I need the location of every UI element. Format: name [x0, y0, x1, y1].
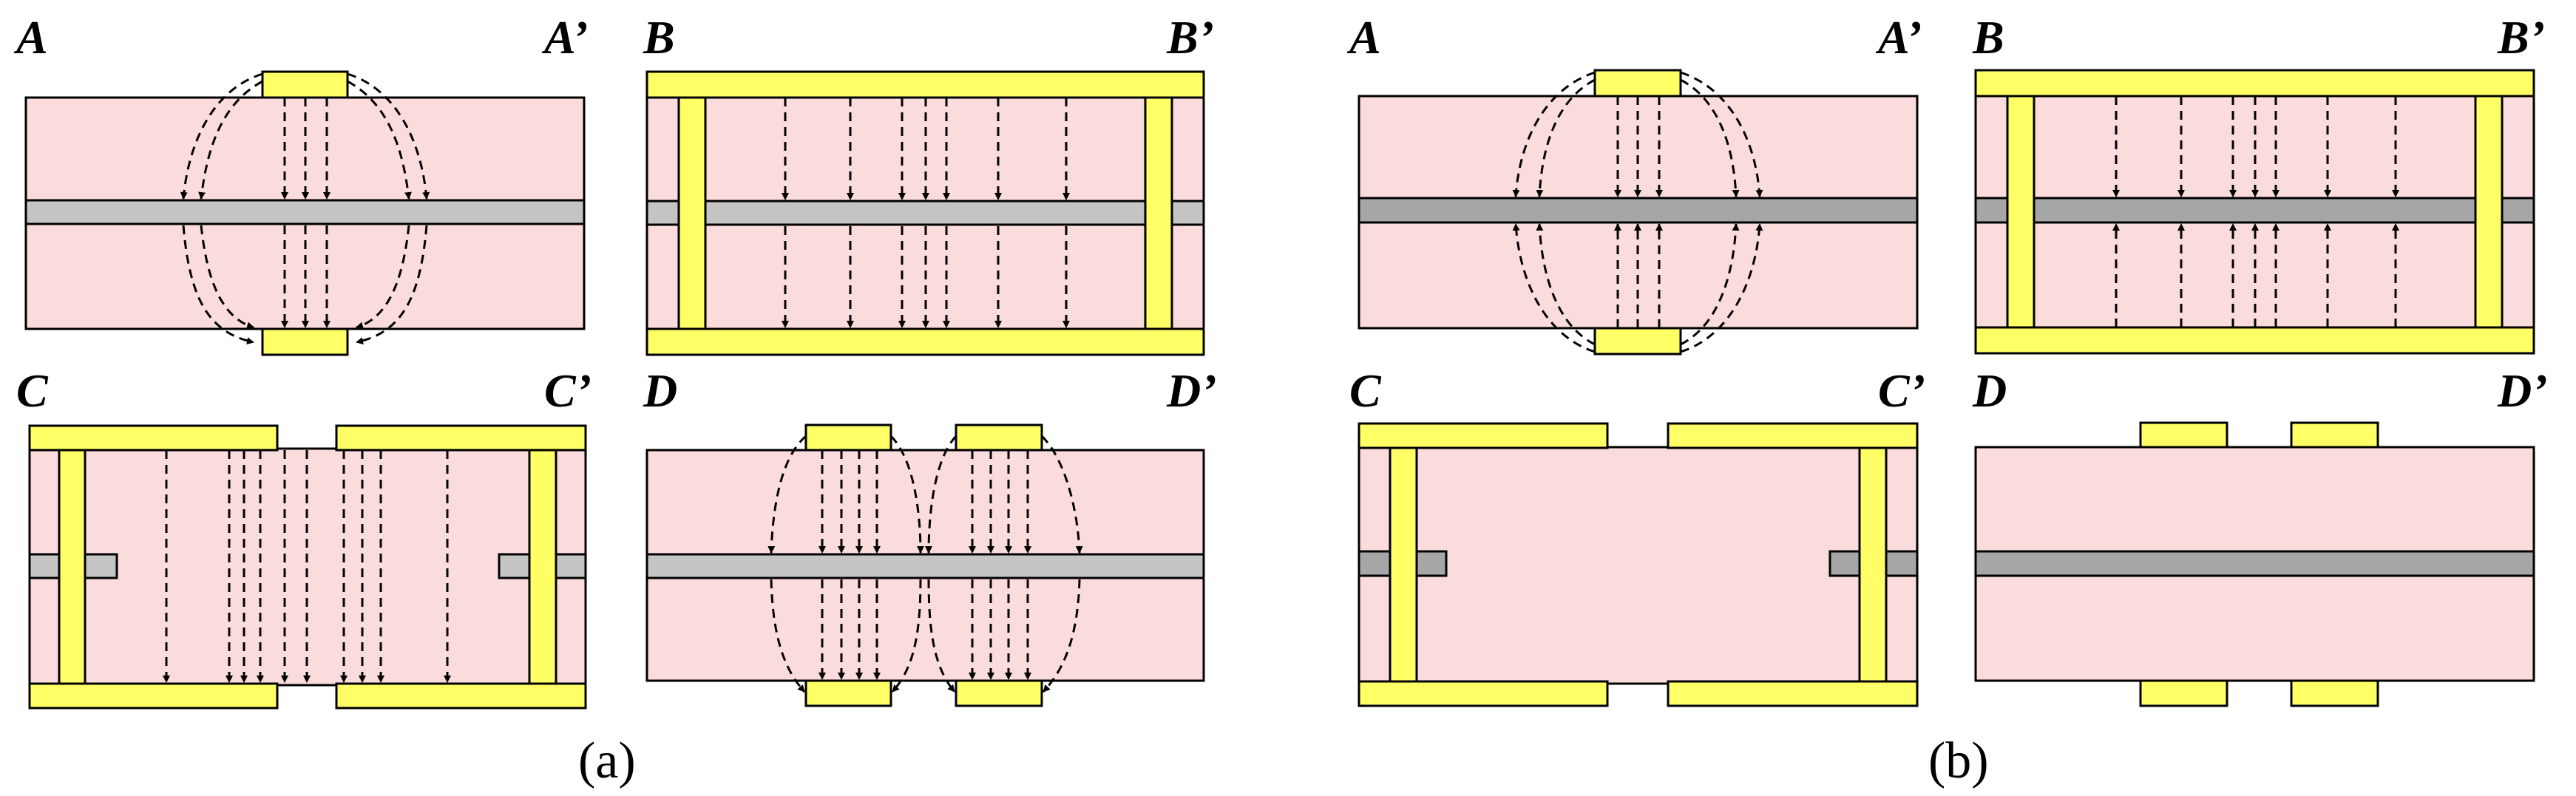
field-lines: [782, 98, 1070, 328]
label-a-A: A: [13, 11, 48, 64]
bottom-strip: [1593, 327, 1682, 356]
top-plate: [645, 70, 1205, 99]
label-b-C: C: [1349, 364, 1382, 417]
ground-plane: [1974, 197, 2535, 224]
cell-a-D: [645, 423, 1205, 707]
left-via: [677, 96, 707, 330]
bottom-left-plate: [1358, 680, 1609, 707]
panel-a: [24, 70, 1205, 710]
field-lines: [2112, 96, 2399, 327]
ground-plane: [1974, 550, 2535, 577]
label-b-B-prime: B’: [2497, 11, 2545, 64]
bottom-right-plate: [1667, 680, 1919, 707]
top-right-plate: [335, 424, 587, 452]
cell-a-B: [645, 70, 1205, 356]
bottom-strip-left: [2139, 679, 2228, 707]
label-a-D-prime: D’: [1166, 364, 1217, 417]
ground-plane: [645, 553, 1205, 579]
right-via: [1858, 446, 1888, 683]
left-via: [2006, 95, 2036, 329]
bottom-strip-right: [2290, 679, 2379, 707]
cell-b-B: [1974, 69, 2535, 355]
top-strip: [261, 70, 349, 99]
field-lines: [163, 450, 451, 683]
cell-a-A: [24, 70, 586, 356]
label-b-A-prime: A’: [1875, 11, 1922, 64]
cell-b-A: [1358, 69, 1919, 356]
field-lines: [180, 72, 430, 345]
bottom-plate: [645, 327, 1205, 356]
top-strip-right: [2290, 421, 2379, 449]
top-strip: [1593, 69, 1682, 98]
top-strip-right: [955, 423, 1043, 452]
cell-b-D: [1974, 421, 2535, 707]
label-b-C-prime: C’: [1878, 364, 1925, 417]
substrate: [1358, 446, 1919, 685]
panel-b: [1358, 69, 2535, 707]
bottom-strip: [261, 327, 349, 356]
bottom-right-plate: [335, 682, 587, 710]
bottom-plate: [1974, 326, 2535, 355]
label-a-B-prime: B’: [1166, 11, 1214, 64]
bottom-left-plate: [28, 682, 279, 710]
label-b-B: B: [1972, 11, 2004, 64]
label-a-D: D: [643, 364, 677, 417]
field-lines: [767, 435, 1083, 693]
ground-plane: [1358, 197, 1919, 224]
label-a-B: B: [643, 11, 675, 64]
right-via: [528, 449, 557, 685]
label-a-C-prime: C’: [544, 364, 592, 417]
top-strip-left: [2139, 421, 2228, 449]
top-strip-left: [804, 423, 892, 452]
labels-panel-a: A A’ B B’ C C’ D D’ (a): [13, 11, 1217, 789]
label-a-A-prime: A’: [541, 11, 588, 64]
right-via: [2474, 95, 2504, 329]
caption-b: (b): [1928, 732, 1989, 789]
field-lines: [1512, 71, 1763, 353]
label-b-D: D: [1972, 364, 2007, 417]
top-right-plate: [1667, 422, 1919, 449]
right-via: [1144, 96, 1173, 330]
top-plate: [1974, 69, 2535, 98]
top-left-plate: [28, 424, 279, 452]
caption-a: (a): [578, 732, 636, 789]
label-b-D-prime: D’: [2497, 364, 2548, 417]
label-a-C: C: [16, 364, 49, 417]
bottom-strip-left: [804, 679, 892, 707]
cell-a-C: [28, 424, 587, 710]
left-via: [1389, 446, 1418, 683]
label-b-A: A: [1346, 11, 1381, 64]
ground-plane: [24, 199, 586, 225]
bottom-strip-right: [955, 679, 1043, 707]
ground-plane: [645, 200, 1205, 226]
labels-panel-b: A A’ B B’ C C’ D D’ (b): [1346, 11, 2548, 789]
cell-b-C: [1358, 422, 1919, 707]
left-via: [58, 449, 87, 685]
top-left-plate: [1358, 422, 1609, 449]
